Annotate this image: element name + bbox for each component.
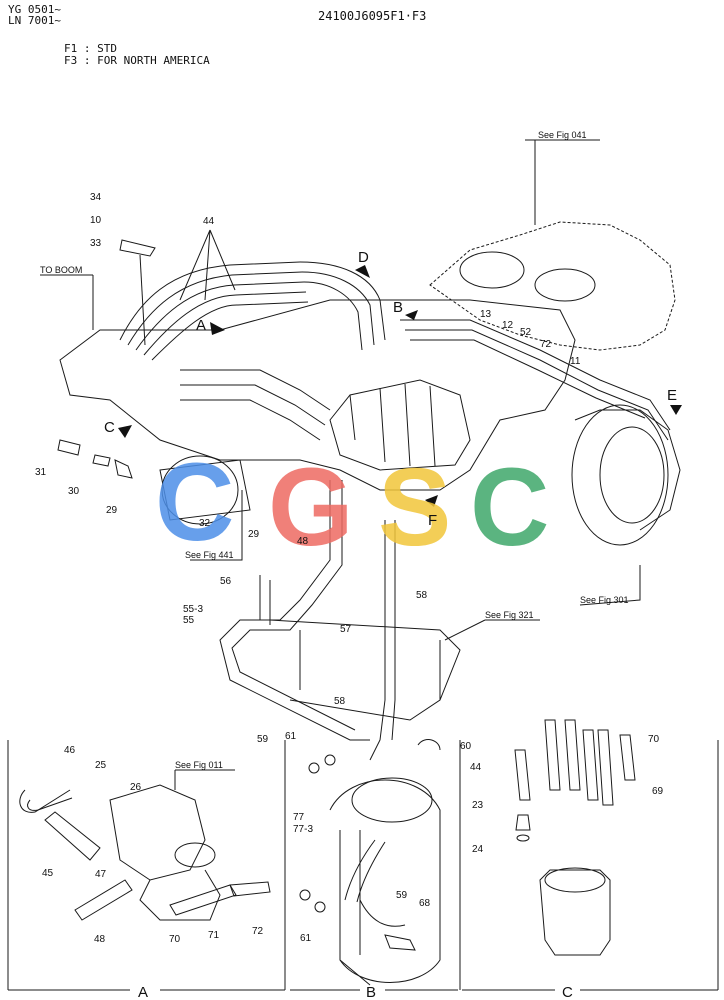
section-label-b: B	[366, 984, 376, 1000]
arrow-a-icon	[210, 322, 225, 335]
section-label-c: C	[562, 984, 573, 1000]
part-72: 72	[540, 339, 552, 350]
ref-fig-011: See Fig 011	[175, 760, 223, 770]
part-52: 52	[520, 327, 532, 338]
part-69: 69	[652, 786, 664, 797]
ref-fig-301: See Fig 301	[580, 595, 629, 605]
part-31: 31	[35, 467, 47, 478]
part-48: 48	[297, 536, 309, 547]
arrow-c-icon	[118, 425, 132, 438]
part-32: 32	[199, 518, 211, 529]
view-label-b: B	[393, 299, 403, 316]
view-label-f: F	[428, 512, 437, 529]
watermark-letter-2: G	[268, 446, 354, 569]
part-61: 61	[285, 731, 297, 742]
part-29: 29	[106, 505, 118, 516]
part-44-c: 44	[470, 762, 482, 773]
part-code: 24100J6095F1·F3	[318, 9, 427, 23]
watermark: C G S C	[155, 441, 549, 569]
part-33: 33	[90, 238, 102, 249]
part-59: 59	[257, 734, 269, 745]
part-47: 47	[95, 869, 107, 880]
part-77: 77	[293, 812, 305, 823]
part-59-b: 59	[396, 890, 408, 901]
part-11: 11	[570, 356, 581, 367]
part-58-b: 58	[334, 696, 346, 707]
part-29-b: 29	[248, 529, 260, 540]
part-72-b: 72	[252, 926, 264, 937]
part-44: 44	[203, 216, 215, 227]
part-57: 57	[340, 624, 352, 635]
part-30: 30	[68, 486, 80, 497]
part-46: 46	[64, 745, 76, 756]
part-24: 24	[472, 844, 484, 855]
part-68: 68	[419, 898, 431, 909]
view-label-d: D	[358, 249, 369, 266]
part-26: 26	[130, 782, 142, 793]
part-71: 71	[208, 930, 220, 941]
part-60: 60	[460, 741, 472, 752]
part-61-b: 61	[300, 933, 312, 944]
part-56: 56	[220, 576, 232, 587]
serial-yg: YG 0501~	[8, 3, 61, 16]
view-label-e: E	[667, 387, 677, 404]
part-10: 10	[90, 215, 102, 226]
section-label-a: A	[138, 984, 148, 1000]
watermark-letter-3: S	[378, 446, 451, 569]
watermark-letter-4: C	[470, 446, 549, 569]
part-58: 58	[416, 590, 428, 601]
part-34: 34	[90, 192, 102, 203]
arrow-b-icon	[405, 310, 418, 320]
part-55-3: 55-3	[183, 604, 203, 615]
note-f3: F3 : FOR NORTH AMERICA	[64, 54, 210, 67]
part-70-c: 70	[648, 734, 660, 745]
part-12: 12	[502, 320, 514, 331]
note-f1: F1 : STD	[64, 42, 117, 55]
diagram-linework	[7, 139, 719, 991]
arrow-d-icon	[355, 265, 370, 278]
ref-fig-321: See Fig 321	[485, 610, 534, 620]
part-23: 23	[472, 800, 484, 811]
serial-ln: LN 7001~	[8, 14, 61, 27]
ref-fig-041: See Fig 041	[538, 130, 587, 140]
ref-fig-441: See Fig 441	[185, 550, 234, 560]
arrow-f-icon	[425, 495, 438, 507]
part-13: 13	[480, 309, 492, 320]
view-label-a: A	[196, 317, 206, 334]
view-arrows	[118, 265, 682, 507]
view-label-c: C	[104, 419, 115, 436]
part-25: 25	[95, 760, 107, 771]
part-45: 45	[42, 868, 54, 879]
part-77-3: 77-3	[293, 824, 313, 835]
part-48-b: 48	[94, 934, 106, 945]
arrow-e-icon	[670, 405, 682, 415]
ref-to-boom: TO BOOM	[40, 265, 82, 275]
part-55: 55	[183, 615, 195, 626]
part-70: 70	[169, 934, 181, 945]
watermark-letter-1: C	[155, 441, 234, 564]
